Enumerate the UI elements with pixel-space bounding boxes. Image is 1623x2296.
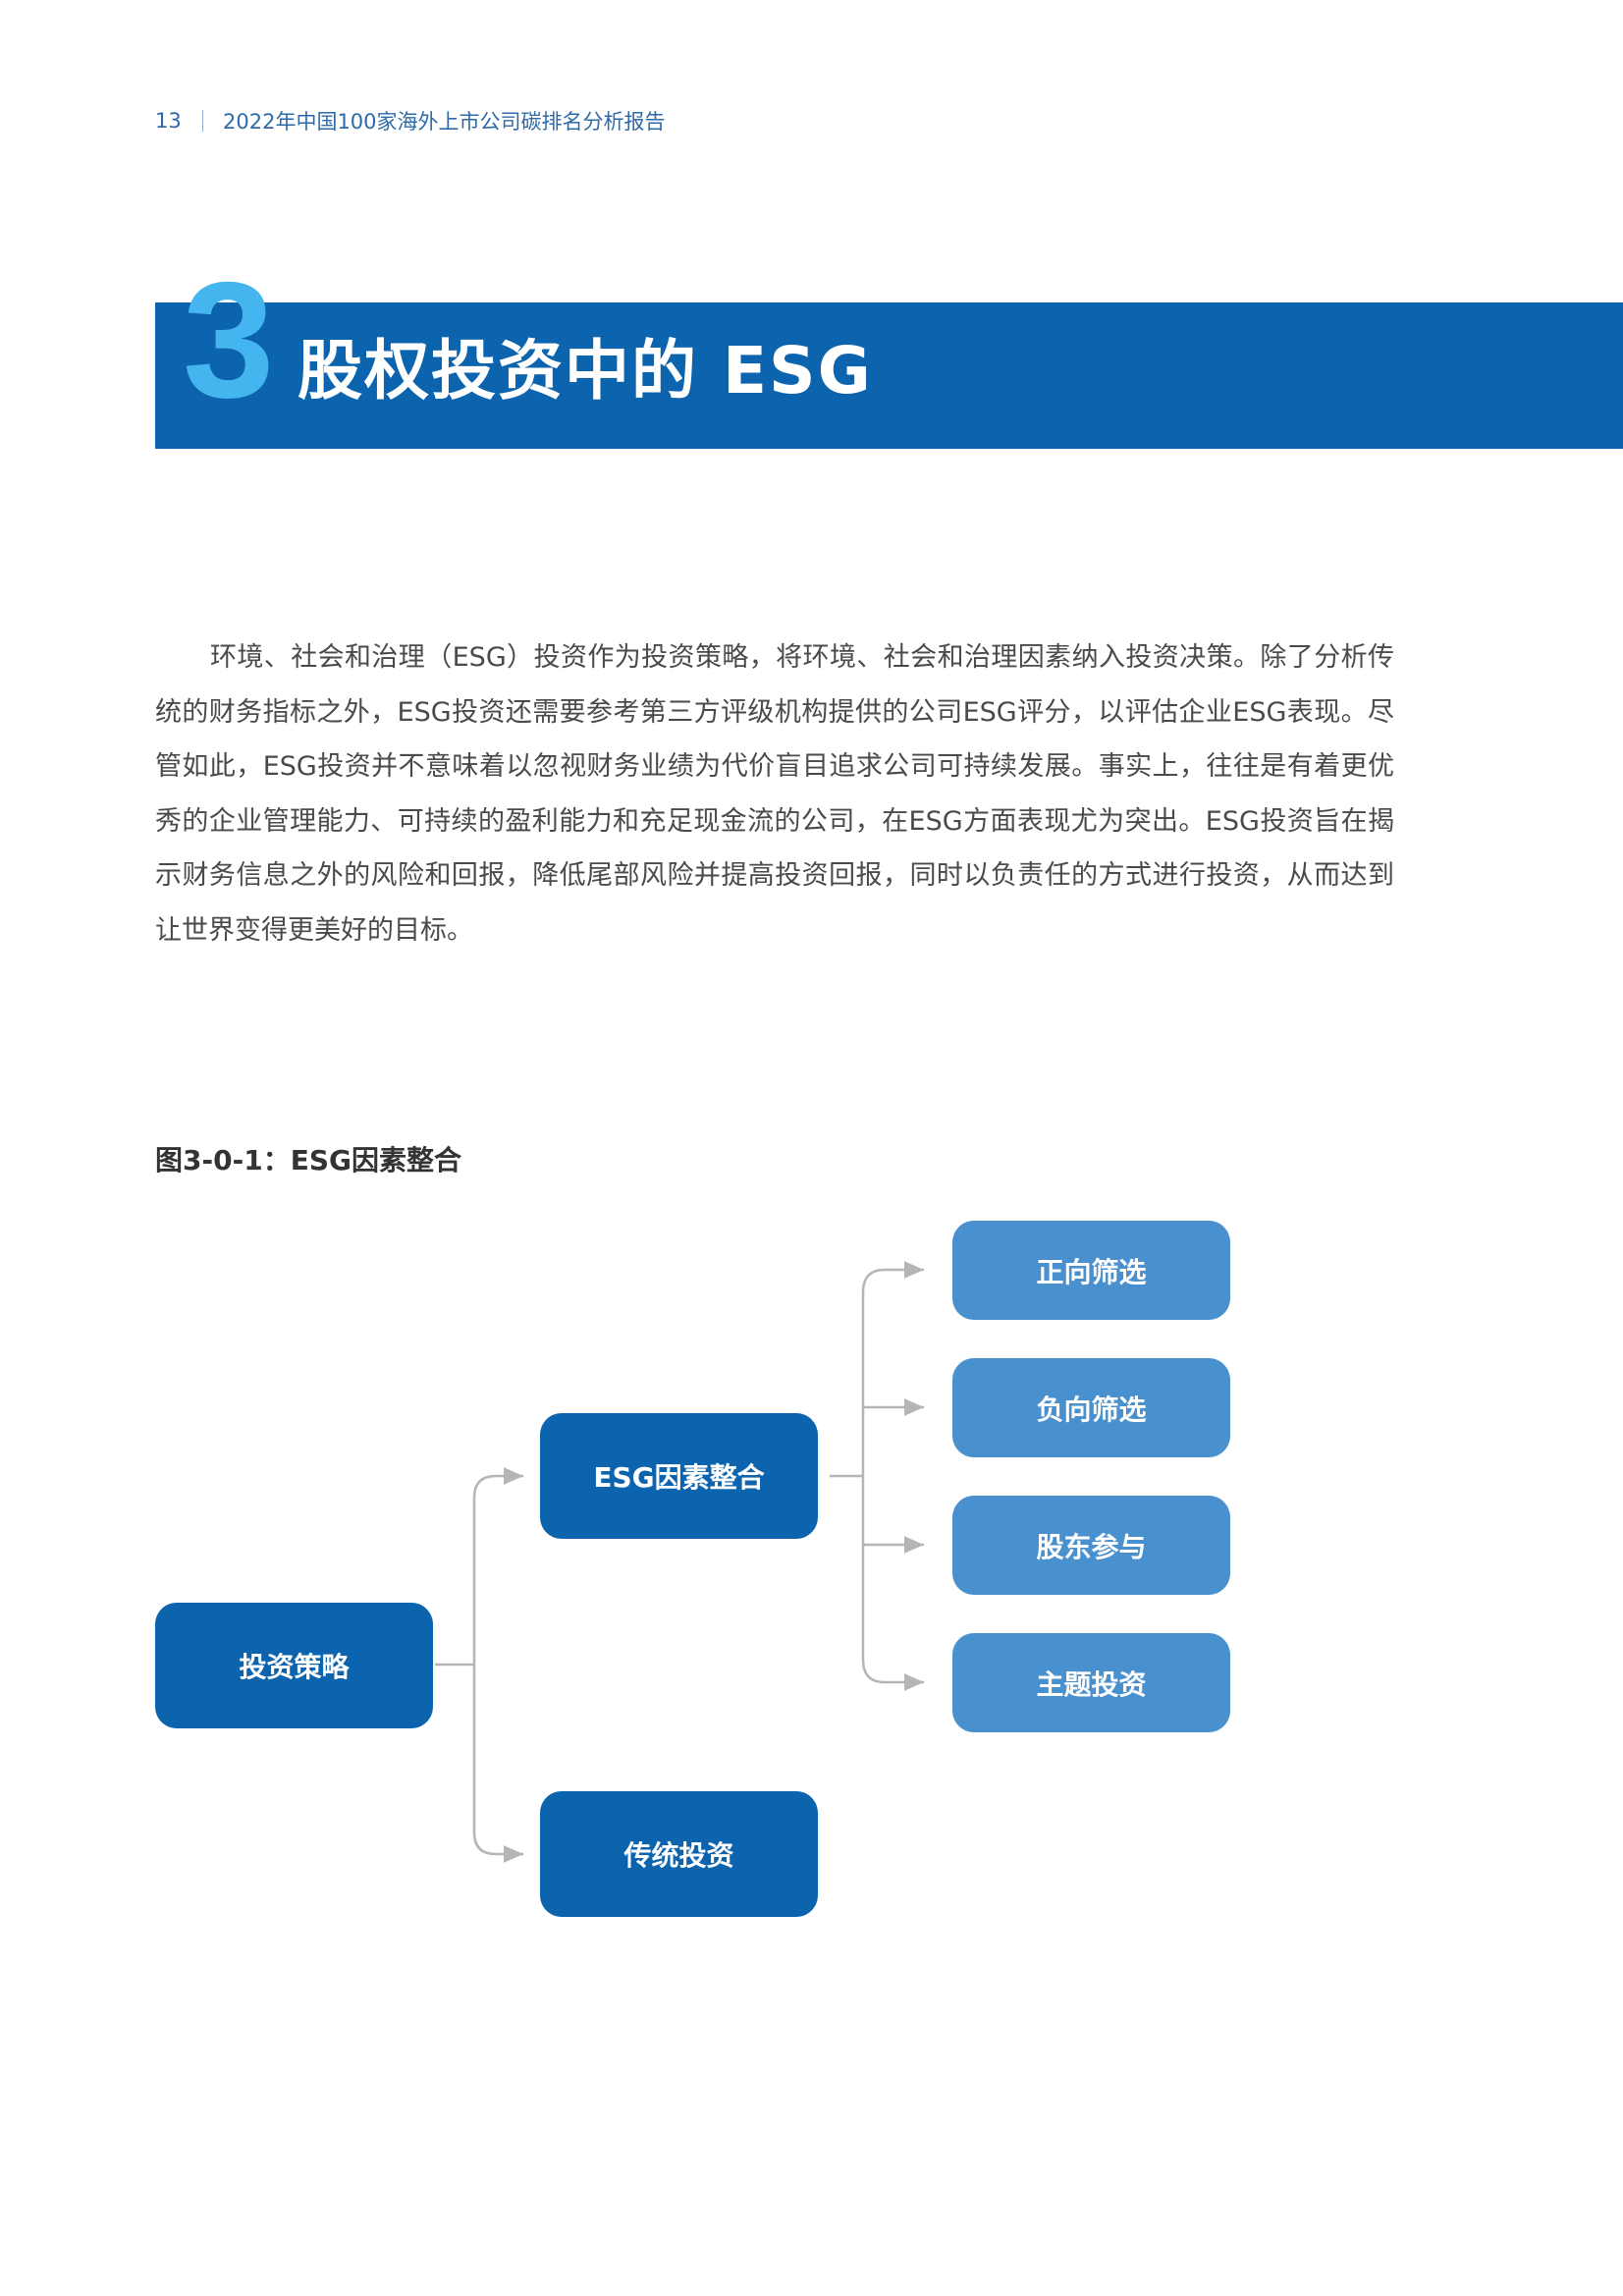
- chapter-banner: [155, 302, 1623, 449]
- chapter-number: 3: [183, 247, 275, 432]
- connector-root-to-esg: [472, 1467, 523, 1665]
- body-paragraph: 环境、社会和治理（ESG）投资作为投资策略，将环境、社会和治理因素纳入投资决策。…: [155, 642, 1394, 946]
- chapter-title: 股权投资中的 ESG: [298, 333, 873, 409]
- node-negative-screening: 负向筛选: [952, 1358, 1230, 1457]
- report-title: 2022年中国100家海外上市公司碳排名分析报告: [223, 110, 666, 134]
- running-header: 13 2022年中国100家海外上市公司碳排名分析报告: [155, 104, 666, 137]
- node-positive-screening: 正向筛选: [952, 1221, 1230, 1320]
- header-divider: [202, 110, 203, 132]
- node-traditional-investment: 传统投资: [540, 1791, 818, 1917]
- node-thematic-investing: 主题投资: [952, 1633, 1230, 1732]
- node-investment-strategy: 投资策略: [155, 1603, 433, 1728]
- connector-root-to-traditional: [472, 1665, 523, 1863]
- node-shareholder-engagement: 股东参与: [952, 1496, 1230, 1595]
- page-number: 13: [155, 109, 182, 133]
- node-esg-integration: ESG因素整合: [540, 1413, 818, 1539]
- connector-esg-to-thematic: [861, 1476, 924, 1691]
- figure-caption: 图3-0-1：ESG因素整合: [155, 1144, 461, 1176]
- connector-esg-to-positive: [861, 1261, 924, 1476]
